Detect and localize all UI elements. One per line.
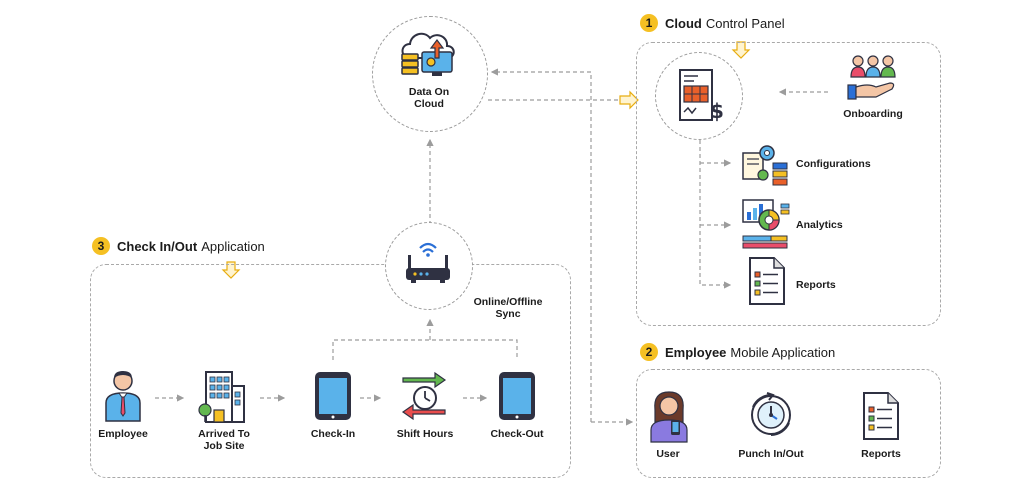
svg-text:$: $ xyxy=(710,99,724,123)
report-icon xyxy=(863,392,899,440)
analytics-icon xyxy=(742,199,790,249)
user-label: User xyxy=(656,448,680,460)
onboarding-label: Onboarding xyxy=(843,108,903,120)
cloud-server-icon xyxy=(401,32,455,76)
data-cloud-label: Data On Cloud xyxy=(408,86,450,110)
configurations-label: Configurations xyxy=(796,158,871,170)
tablet-icon xyxy=(315,372,351,420)
reports-mobile-label: Reports xyxy=(861,448,901,460)
config-icon xyxy=(742,145,788,186)
punch-label: Punch In/Out xyxy=(738,448,804,460)
check-out-label: Check-Out xyxy=(490,428,544,440)
section-number: 2 xyxy=(640,343,658,361)
shift-hours-label: Shift Hours xyxy=(396,428,454,440)
data-cloud-circle xyxy=(372,16,488,132)
check-app-box xyxy=(90,264,571,478)
report-icon xyxy=(749,257,785,305)
mobile-app-title: 2 Employee Mobile Application xyxy=(640,343,835,361)
stopwatch-icon xyxy=(751,392,791,436)
clock-arrows-icon xyxy=(401,371,447,421)
sync-label: Online/Offline Sync xyxy=(473,296,543,320)
reports-panel-label: Reports xyxy=(796,279,836,291)
analytics-label: Analytics xyxy=(796,219,843,231)
user-phone-icon xyxy=(650,391,688,443)
wifi-router-icon xyxy=(406,242,450,283)
check-in-label: Check-In xyxy=(310,428,356,440)
check-app-title: 3 Check In/Out Application xyxy=(92,237,265,255)
section-number: 1 xyxy=(640,14,658,32)
cloud-panel-title: 1 Cloud Control Panel xyxy=(640,14,785,32)
mobile-app-box xyxy=(636,369,941,478)
invoice-icon: $ xyxy=(679,69,724,123)
building-icon xyxy=(198,371,245,423)
section-number: 3 xyxy=(92,237,110,255)
cloud-panel-box xyxy=(636,42,941,326)
employee-icon xyxy=(105,371,141,422)
tablet-icon xyxy=(499,372,535,420)
employee-label: Employee xyxy=(98,428,148,440)
sync-circle xyxy=(385,222,473,310)
arrived-label: Arrived To Job Site xyxy=(198,428,250,452)
team-icon xyxy=(847,55,896,100)
